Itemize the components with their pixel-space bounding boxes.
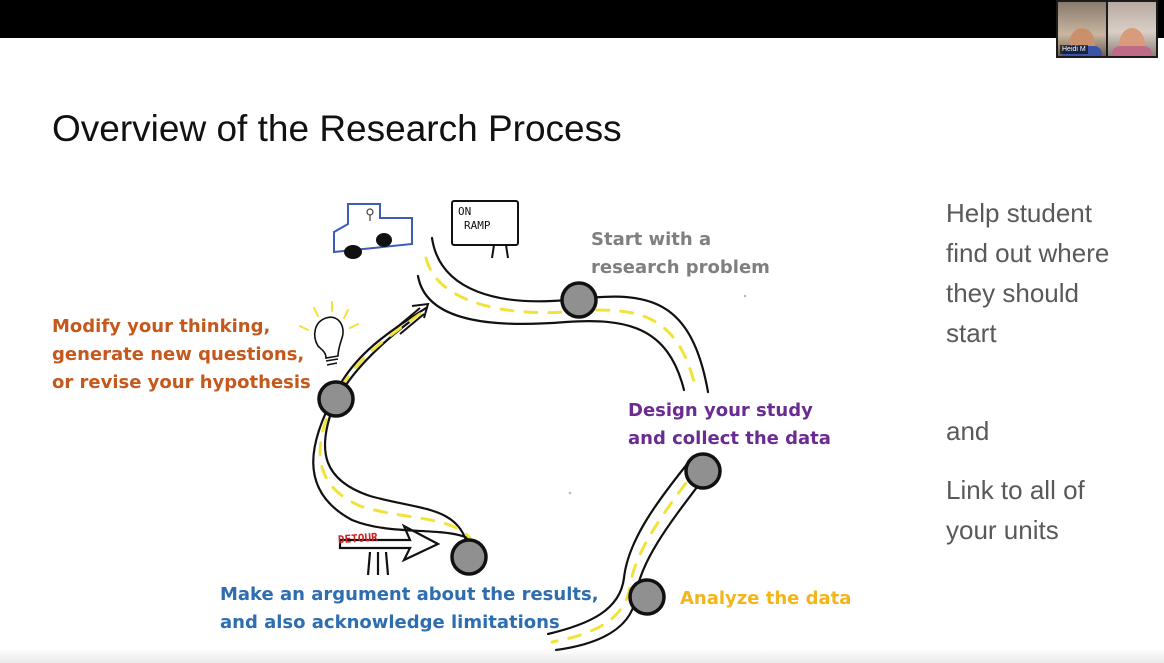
zoom-top-bar bbox=[0, 0, 1164, 38]
participant-video-strip[interactable]: Heidi M bbox=[1056, 0, 1158, 58]
step-label-argue: Make an argument about the results, and … bbox=[220, 581, 599, 637]
step-label-start-line-1: Start with a research problem bbox=[591, 229, 770, 278]
participant-name: Heidi M bbox=[1060, 45, 1088, 54]
participant-shirt-2 bbox=[1112, 46, 1152, 56]
road-edge-left-outer bbox=[312, 306, 484, 554]
side-note-link: Link to all of your units bbox=[946, 475, 1085, 545]
step-label-analyze: Analyze the data bbox=[680, 588, 852, 609]
lightbulb-rays bbox=[299, 301, 359, 331]
road-edge-left-inner bbox=[323, 318, 470, 550]
car-icon bbox=[333, 203, 413, 259]
stop-analyze bbox=[628, 578, 666, 616]
road-edge-right-inner bbox=[546, 456, 694, 636]
detour-text: DETOUR bbox=[337, 530, 379, 547]
slide-title: Overview of the Research Process bbox=[52, 108, 622, 149]
step-label-design-text: Design your study and collect the data bbox=[628, 400, 831, 449]
bottom-fade bbox=[0, 649, 1164, 663]
lightbulb-icon bbox=[313, 316, 344, 366]
road-sign-icon bbox=[451, 200, 519, 259]
on-ramp-line-1: ON bbox=[458, 205, 472, 218]
step-label-argue-text: Make an argument about the results, and … bbox=[220, 584, 599, 633]
side-note-main: Help student find out where they should … bbox=[946, 198, 1110, 348]
step-label-design: Design your study and collect the data bbox=[628, 397, 831, 453]
arrow-icon bbox=[395, 302, 430, 335]
step-label-start: Start with a research problem bbox=[591, 226, 770, 282]
stop-modify bbox=[317, 380, 355, 418]
step-label-modify-text: Modify your thinking, generate new quest… bbox=[52, 316, 311, 393]
road-center-dashes bbox=[318, 256, 702, 644]
step-label-modify: Modify your thinking, generate new quest… bbox=[52, 313, 311, 397]
participant-video-tile-2[interactable] bbox=[1108, 2, 1156, 56]
on-ramp-line-2: RAMP bbox=[464, 219, 491, 232]
stop-markers bbox=[317, 281, 722, 616]
participant-video-tile[interactable]: Heidi M bbox=[1058, 2, 1106, 56]
side-note-and: and bbox=[946, 416, 990, 446]
detour-sign-icon bbox=[338, 523, 441, 576]
stop-design bbox=[684, 452, 722, 490]
stop-start bbox=[560, 281, 598, 319]
road-edge-top-inner bbox=[416, 274, 686, 392]
on-ramp-sign-text: ON RAMP bbox=[458, 205, 516, 233]
stop-argue bbox=[450, 538, 488, 576]
stray-dots bbox=[568, 294, 747, 495]
